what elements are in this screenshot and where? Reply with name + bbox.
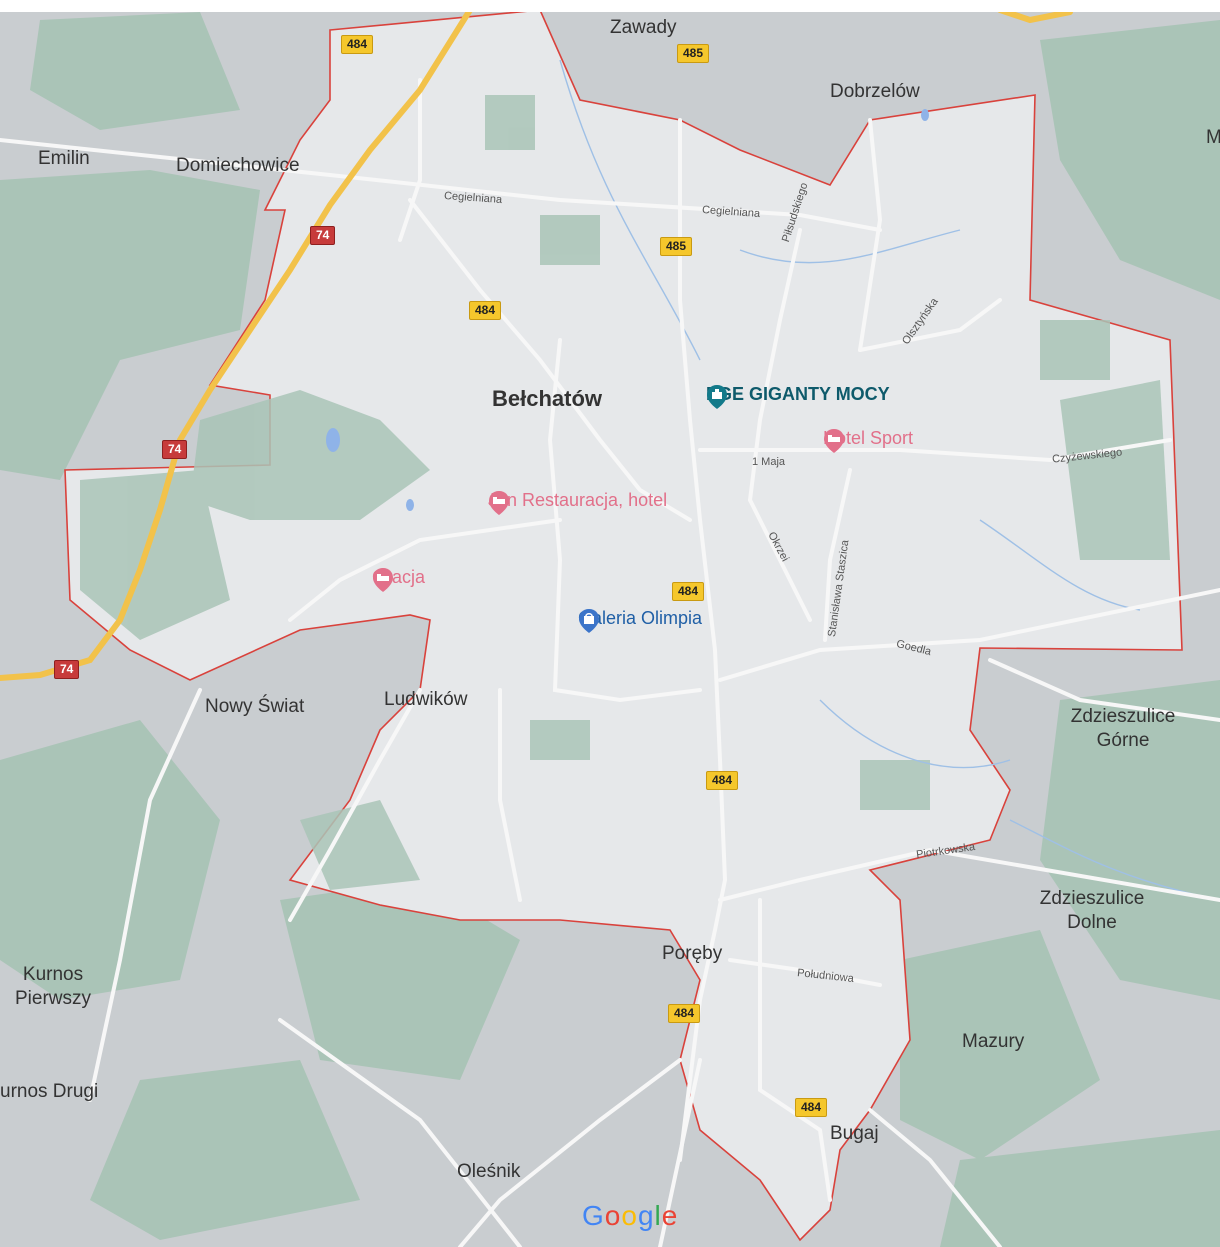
poi-galeria-olimpia[interactable]: Galeria Olimpia bbox=[578, 608, 703, 633]
place-label-belchatow: Bełchatów bbox=[492, 386, 603, 411]
museum-pin-icon bbox=[707, 385, 727, 409]
road-shield-74-c: 74 bbox=[54, 660, 80, 679]
road-shield-484-c: 484 bbox=[668, 1004, 701, 1023]
poi-jan-label: Jan Restauracja, hotel bbox=[488, 490, 668, 510]
place-label-emilin: Emilin bbox=[38, 148, 90, 169]
road-shield-484-d: 484 bbox=[795, 1098, 828, 1117]
road-shield-485-top: 485 bbox=[677, 44, 710, 63]
poi-pge-giganty-mocy[interactable]: PGE GIGANTY MOCY bbox=[706, 384, 890, 409]
water-bodies bbox=[326, 109, 929, 511]
place-label-zdzieszulice-gorne: Zdzieszulice Górne bbox=[1070, 706, 1176, 751]
poi-jan-restauracja[interactable]: Jan Restauracja, hotel bbox=[488, 490, 668, 515]
shopping-pin-icon bbox=[579, 609, 599, 633]
google-logo: Google bbox=[582, 1200, 679, 1231]
forest-areas bbox=[0, 12, 1220, 1247]
poi-hotel-sport-label: Hotel Sport bbox=[823, 428, 914, 448]
place-label-zawady: Zawady bbox=[610, 17, 677, 38]
street-label-1-maja: 1 Maja bbox=[752, 456, 786, 468]
top-crop-strip bbox=[0, 0, 1220, 12]
road-shield-485-mid: 485 bbox=[660, 237, 693, 256]
hotel-pin-icon bbox=[824, 429, 844, 453]
road-shield-484-a: 484 bbox=[469, 301, 502, 320]
road-shield-74-a: 74 bbox=[310, 226, 336, 245]
place-label-poreby: Poręby bbox=[662, 943, 723, 964]
place-label-ludwikow: Ludwików bbox=[384, 689, 468, 710]
road-shield-74-b: 74 bbox=[162, 440, 188, 459]
minor-roads bbox=[0, 78, 1220, 1247]
hotel-pin-icon bbox=[373, 568, 393, 592]
place-label-nowy-swiat: Nowy Świat bbox=[205, 696, 305, 717]
place-label-kurnos-pierwszy: Kurnos Pierwszy bbox=[14, 964, 91, 1009]
hotel-pin-icon bbox=[489, 491, 509, 515]
place-label-domiechowice: Domiechowice bbox=[176, 155, 300, 176]
place-label-mazury: Mazury bbox=[962, 1031, 1025, 1052]
road-shield-484-b: 484 bbox=[706, 771, 739, 790]
poi-gracja[interactable]: Gracja bbox=[372, 567, 425, 592]
place-label-dobrzelow: Dobrzelów bbox=[830, 81, 920, 102]
major-roads bbox=[0, 7, 1073, 681]
inner-green-areas bbox=[80, 95, 1170, 890]
road-shield-484-top: 484 bbox=[341, 35, 374, 54]
poi-pge-label: PGE GIGANTY MOCY bbox=[706, 384, 890, 404]
poi-galeria-label: Galeria Olimpia bbox=[578, 608, 703, 628]
place-label-edge-m: M bbox=[1206, 127, 1220, 148]
place-label-zdzieszulice-dolne: Zdzieszulice Dolne bbox=[1039, 888, 1145, 933]
road-shield-484-center: 484 bbox=[672, 582, 705, 601]
place-label-kurnos-drugi: urnos Drugi bbox=[0, 1081, 99, 1102]
place-label-olesnik: Oleśnik bbox=[457, 1161, 521, 1182]
poi-hotel-sport[interactable]: Hotel Sport bbox=[823, 428, 914, 453]
place-label-bugaj: Bugaj bbox=[830, 1123, 879, 1144]
